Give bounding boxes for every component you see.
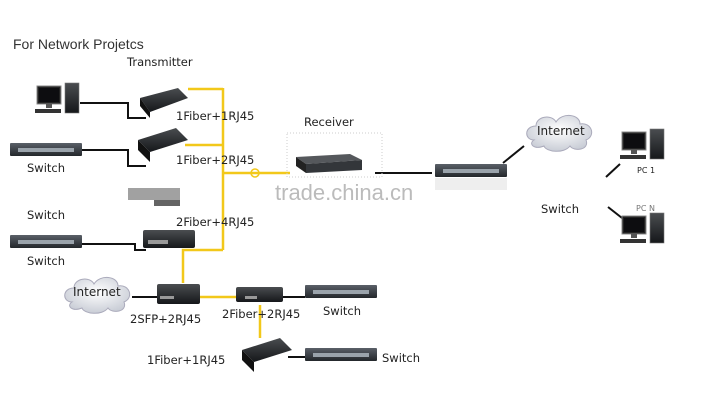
label-2fiber-2rj45: 2Fiber+2RJ45: [222, 307, 300, 321]
receiver-label: Receiver: [304, 115, 354, 129]
obscured-region: [435, 178, 507, 190]
page-title: For Network Projetcs: [13, 36, 144, 52]
copper-links: [80, 102, 623, 358]
switch-label: Switch: [382, 351, 420, 365]
converter-1fiber-2rj45: [138, 128, 188, 162]
switch-icon: [10, 143, 82, 156]
label-1fiber-1rj45: 1Fiber+1RJ45: [176, 109, 254, 123]
converter-2fiber-2rj45: [236, 287, 283, 302]
switch-label: Switch: [541, 202, 579, 216]
pc1-label: PC 1: [637, 166, 655, 175]
receiver-chassis: [296, 154, 362, 173]
pc-icon: [619, 128, 665, 160]
switch-label: Switch: [323, 304, 361, 318]
fiber-joint-icon: [250, 168, 260, 178]
label-2fiber-4rj45: 2Fiber+4RJ45: [176, 215, 254, 229]
switch-icon: [305, 285, 377, 298]
pc-icon: [619, 212, 665, 244]
pcn-label: PC N: [636, 204, 655, 213]
switch-icon: [435, 164, 507, 177]
internet-label: Internet: [537, 124, 585, 138]
obscured-device: [128, 188, 180, 200]
switch-label: Switch: [27, 161, 65, 175]
switch-icon: [305, 348, 377, 361]
fiber-links: [181, 87, 290, 338]
watermark: trade.china.cn: [275, 180, 413, 205]
switch-icon: [10, 235, 82, 248]
obscured-device: [154, 200, 180, 206]
label-2sfp-2rj45: 2SFP+2RJ45: [130, 312, 201, 326]
converter-2sfp-2rj45: [157, 284, 200, 304]
label-1fiber-2rj45: 1Fiber+2RJ45: [176, 153, 254, 167]
label-1fiber-1rj45: 1Fiber+1RJ45: [147, 353, 225, 367]
internet-label: Internet: [73, 285, 121, 299]
pc-icon: [34, 82, 80, 114]
switch-label: Switch: [27, 254, 65, 268]
switch-label: Switch: [27, 208, 65, 222]
converter-1fiber-1rj45: [242, 338, 292, 372]
receiver-box: [286, 132, 383, 178]
transmitter-label: Transmitter: [126, 55, 193, 69]
converter-1fiber-1rj45: [140, 88, 188, 118]
converter-2fiber-4rj45: [143, 230, 195, 248]
